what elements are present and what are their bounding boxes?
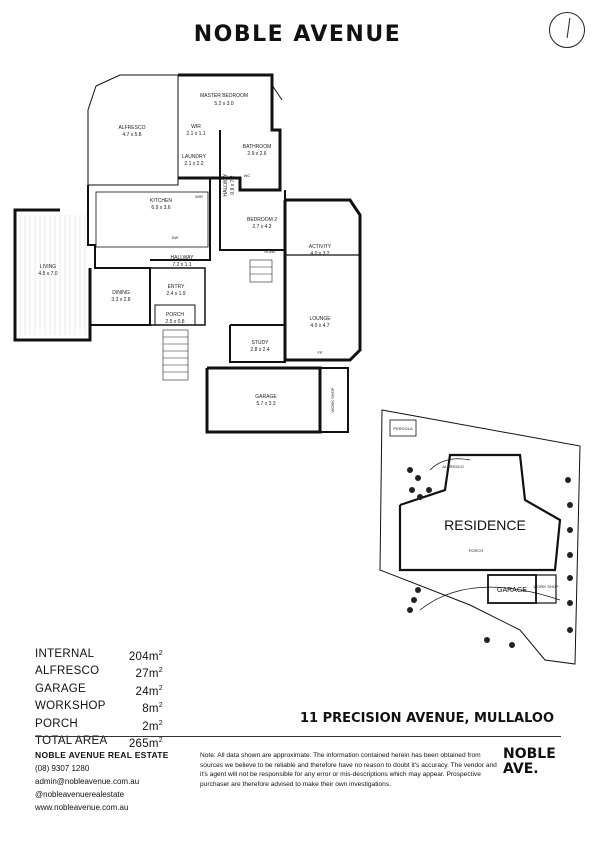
agency-phone[interactable]: (08) 9307 1280 — [35, 764, 90, 773]
room-name-kitchen: KITCHEN — [150, 198, 172, 204]
agency-name: NOBLE AVENUE REAL ESTATE — [35, 750, 169, 760]
north-compass-icon — [549, 12, 585, 48]
site-trees — [407, 467, 573, 648]
agency-social[interactable]: @nobleavenuerealestate — [35, 790, 125, 799]
room-name-workshop: WORK SHOP — [330, 387, 335, 412]
room-size-hallway-vertical: 0.9 x 7.2 — [230, 175, 236, 194]
label-robe: ROBE — [264, 249, 276, 254]
agency-contact: NOBLE AVENUE REAL ESTATE (08) 9307 1280 … — [35, 749, 169, 814]
room-name-wir: WIR — [191, 124, 201, 130]
room-size-kitchen: 6.9 x 3.6 — [151, 205, 170, 211]
room-labels: MASTER BEDROOM 5.2 x 3.0 WIR 2.1 x 1.1 L… — [38, 93, 335, 412]
room-name-bathroom: BATHROOM — [243, 144, 272, 150]
room-name-laundry: LAUNDRY — [182, 154, 206, 160]
room-name-dining: DINING — [112, 290, 130, 296]
footer-logo: NOBLE AVE. — [503, 746, 556, 777]
site-label-workshop: WORK SHOP — [534, 584, 559, 589]
label-lin: LIN — [203, 175, 209, 180]
room-size-wir: 2.1 x 1.1 — [186, 131, 205, 137]
room-size-alfresco: 4.7 x 5.8 — [122, 132, 141, 138]
room-size-activity: 4.0 x 3.2 — [310, 251, 329, 257]
room-size-study: 2.8 x 2.4 — [250, 347, 269, 353]
label-wir-small: WIR — [195, 194, 203, 199]
room-size-lounge: 4.0 x 4.7 — [310, 323, 329, 329]
room-size-entry: 2.4 x 1.9 — [166, 291, 185, 297]
room-size-porch: 2.5 x 0.8 — [165, 319, 184, 325]
room-name-bedroom2: BEDROOM 2 — [247, 217, 277, 223]
room-size-living: 4.5 x 7.0 — [38, 271, 57, 277]
agency-email[interactable]: admin@nobleavenue.com.au — [35, 777, 140, 786]
room-name-hallway: HALLWAY — [171, 255, 195, 261]
agency-website[interactable]: www.nobleavenue.com.au — [35, 803, 129, 812]
room-size-garage: 5.7 x 3.3 — [256, 401, 275, 407]
room-name-master-bedroom: MASTER BEDROOM — [200, 93, 248, 99]
room-name-entry: ENTRY — [168, 284, 186, 290]
disclaimer-note: Note: All data shown are approximate. Th… — [200, 752, 497, 788]
label-dw: DW — [172, 235, 179, 240]
site-label-alfresco: ALFRESCO — [442, 464, 464, 469]
site-plan — [379, 409, 581, 665]
room-name-alfresco: ALFRESCO — [119, 125, 146, 131]
room-size-laundry: 2.1 x 2.2 — [184, 161, 203, 167]
room-size-hallway: 7.2 x 1.1 — [172, 262, 191, 268]
room-name-hallway-vertical: HALLWAY — [223, 173, 229, 197]
site-label-pergola: PERGOLA — [393, 426, 413, 431]
room-name-living: LIVING — [40, 264, 57, 270]
site-label-porch: PORCH — [469, 548, 484, 553]
room-size-bedroom2: 2.7 x 4.2 — [252, 224, 271, 230]
footer-divider — [35, 736, 561, 737]
property-address: 11 PRECISION AVENUE, MULLALOO — [300, 711, 555, 726]
label-wc: WC — [244, 173, 251, 178]
brand-logo: NOBLE AVENUE — [193, 22, 402, 47]
site-label-garage: GARAGE — [497, 587, 527, 594]
room-size-bathroom: 2.9 x 2.6 — [247, 151, 266, 157]
room-name-activity: ACTIVITY — [309, 244, 332, 250]
room-size-dining: 3.3 x 2.8 — [111, 297, 130, 303]
room-name-porch: PORCH — [166, 312, 184, 318]
room-name-study: STUDY — [252, 340, 270, 346]
site-plan-labels: RESIDENCE GARAGE PERGOLA ALFRESCO PORCH … — [393, 426, 558, 594]
room-size-master-bedroom: 5.2 x 3.0 — [214, 101, 233, 107]
site-label-residence: RESIDENCE — [444, 517, 526, 533]
label-fp: FP — [317, 350, 322, 355]
room-name-garage: GARAGE — [255, 394, 277, 400]
room-name-lounge: LOUNGE — [309, 316, 331, 322]
